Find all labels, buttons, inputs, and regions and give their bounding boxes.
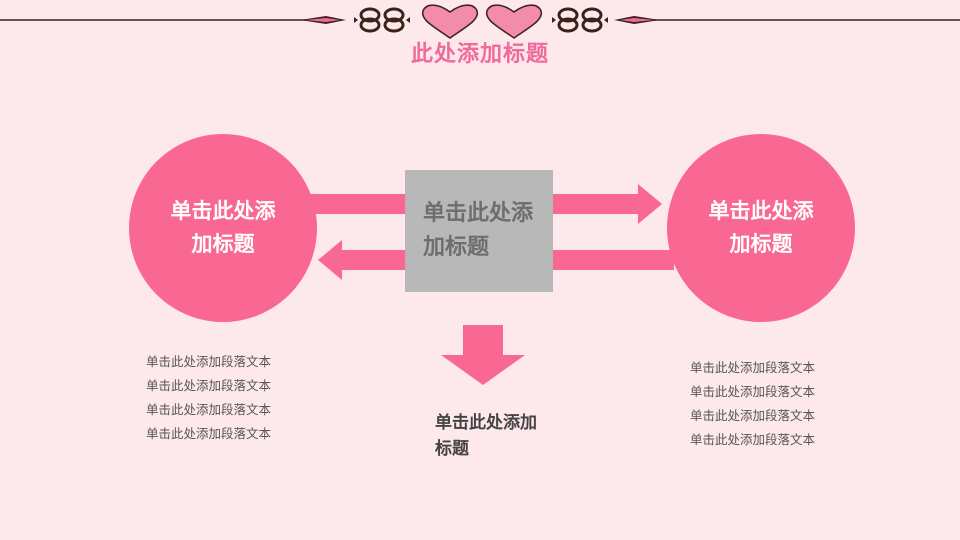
ornament-line-left: [0, 16, 346, 24]
paragraph-line: 单击此处添加段落文本: [146, 426, 272, 441]
center-node-box[interactable]: 单击此处添加标题: [405, 170, 553, 292]
paragraph-line: 单击此处添加段落文本: [690, 360, 816, 375]
heart-icon: [485, 4, 543, 39]
ornament-line-right: [614, 16, 960, 24]
right-paragraph-block[interactable]: 单击此处添加段落文本 单击此处添加段落文本 单击此处添加段落文本 单击此处添加段…: [690, 356, 860, 452]
ornament-scroll-icon: [354, 7, 410, 33]
paragraph-line: 单击此处添加段落文本: [146, 378, 272, 393]
heart-icon: [421, 4, 479, 39]
ornament-scroll-icon: [552, 7, 608, 33]
center-node-title[interactable]: 单击此处添加标题: [423, 201, 534, 260]
arrow-down-icon: [441, 325, 525, 385]
paragraph-line: 单击此处添加段落文本: [690, 408, 816, 423]
bottom-node-title[interactable]: 单击此处添加标题: [435, 413, 537, 459]
paragraph-line: 单击此处添加段落文本: [690, 432, 816, 447]
paragraph-line: 单击此处添加段落文本: [146, 354, 272, 369]
left-paragraph-block[interactable]: 单击此处添加段落文本 单击此处添加段落文本 单击此处添加段落文本 单击此处添加段…: [146, 350, 316, 446]
left-node-circle[interactable]: 单击此处添加标题: [129, 134, 317, 322]
paragraph-line: 单击此处添加段落文本: [690, 384, 816, 399]
header-ornament: [0, 4, 960, 39]
paragraph-line: 单击此处添加段落文本: [146, 402, 272, 417]
page-title: 此处添加标题: [410, 42, 549, 67]
right-node-circle[interactable]: 单击此处添加标题: [667, 134, 855, 322]
left-node-title[interactable]: 单击此处添加标题: [170, 199, 276, 256]
right-node-title[interactable]: 单击此处添加标题: [708, 199, 814, 256]
